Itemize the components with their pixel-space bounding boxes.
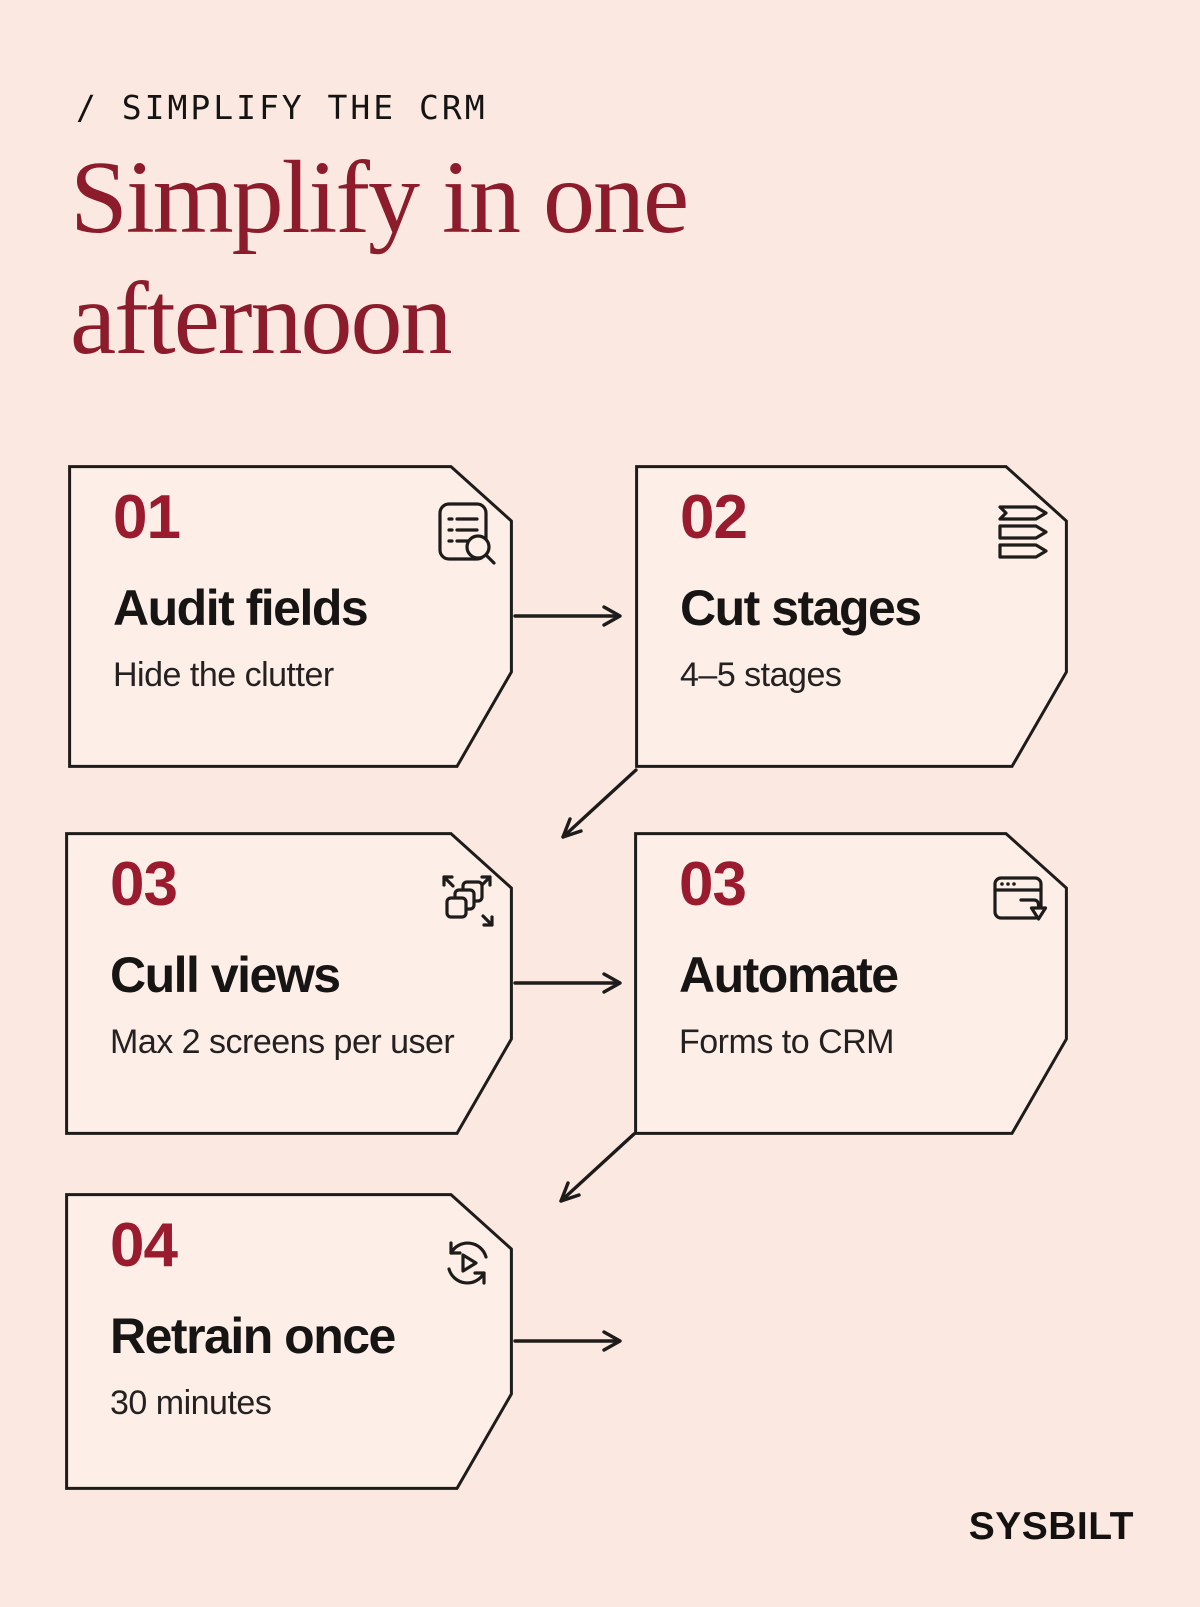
step-subtitle: 4–5 stages [680,656,842,694]
step-number: 02 [680,483,748,552]
checklist-search-icon [435,501,499,569]
step-number: 01 [113,483,181,552]
eyebrow-label: / SIMPLIFY THE CRM [76,88,488,127]
step-subtitle: 30 minutes [110,1384,272,1422]
replay-icon [435,1229,499,1297]
step-subtitle: Max 2 screens per user [110,1023,455,1061]
step-subtitle: Hide the clutter [113,656,334,694]
page-title-line1: Simplify in one [70,140,689,255]
arrow-step1-to-step2 [513,605,622,627]
card-outline [65,832,513,1135]
arrow-step4-to-step5 [559,1132,636,1203]
step-title: Cull views [110,947,341,1003]
card-outline [68,465,513,768]
step-title: Retrain once [110,1308,396,1364]
step-number: 04 [110,1211,178,1280]
step-number: 03 [679,850,747,919]
arrow-step5-out [513,1330,622,1352]
step-number: 03 [110,850,178,919]
step-card-automate: 03 Automate Forms to CRM [634,832,1068,1135]
step-subtitle: Forms to CRM [679,1023,895,1061]
browser-export-icon [990,868,1054,936]
step-card-audit-fields: 01 Audit fields Hide the clutter [68,465,513,768]
card-outline [65,1193,513,1490]
card-outline [635,465,1068,768]
step-card-retrain-once: 04 Retrain once 30 minutes [65,1193,513,1490]
arrow-step3-to-step4 [513,972,622,994]
step-title: Automate [679,947,899,1003]
step-card-cut-stages: 02 Cut stages 4–5 stages [635,465,1068,768]
step-card-cull-views: 03 Cull views Max 2 screens per user [65,832,513,1135]
arrow-step2-to-step3 [561,768,638,839]
brand-logo: SYSBILT [968,1505,1134,1548]
step-title: Audit fields [113,580,369,636]
screens-expand-icon [435,868,499,936]
page-title-line2: afternoon [70,260,452,376]
funnel-stages-icon [990,501,1054,569]
step-title: Cut stages [680,580,922,636]
